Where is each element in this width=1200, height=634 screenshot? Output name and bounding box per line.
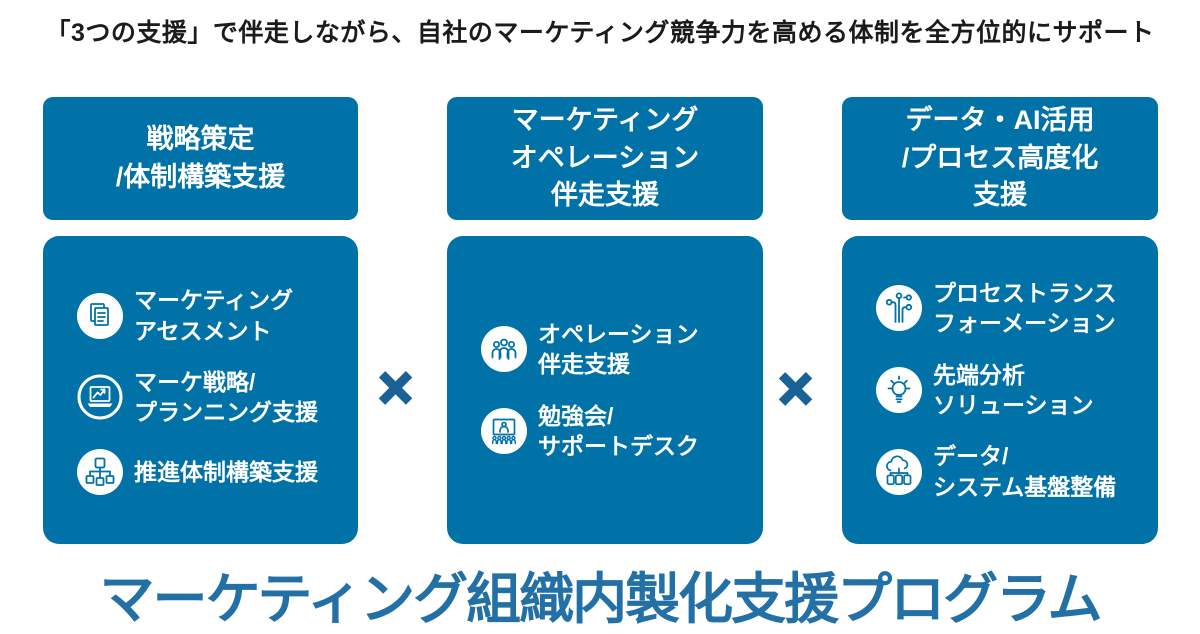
list-item-label: 勉強会/ サポートデスク — [538, 402, 699, 459]
list-item: プロセストランス フォーメーション — [876, 278, 1148, 339]
list-item-label: 先端分析 ソリューション — [933, 361, 1094, 418]
laptop-chart-icon — [77, 374, 123, 420]
list-item-label: オペレーション 伴走支援 — [538, 320, 699, 378]
list-item: 先端分析 ソリューション — [876, 360, 1148, 421]
lightbulb-icon — [876, 367, 922, 413]
list-item-label: データ/ システム基盤整備 — [933, 443, 1117, 500]
column-header-data-ai: データ・AI活用 /プロセス高度化 支援 — [842, 97, 1158, 220]
column-body-strategy: マーケティング アセスメント マーケ戦略/ プランニング支援 — [43, 236, 358, 544]
top-title: 「3つの支援」で伴走しながら、自社のマーケティング競争力を高める体制を全方位的に… — [45, 19, 1155, 47]
list-item-label: マーケティング アセスメント — [134, 287, 294, 344]
list-item: 勉強会/ サポートデスク — [481, 401, 753, 462]
list-item: オペレーション 伴走支援 — [481, 319, 753, 380]
document-icon — [77, 292, 123, 339]
people-group-icon — [481, 326, 527, 373]
list-item: データ/ システム基盤整備 — [876, 441, 1148, 502]
seminar-board-icon — [481, 407, 527, 454]
column-data-ai: データ・AI活用 /プロセス高度化 支援 — [842, 97, 1158, 544]
multiply-symbol: × — [377, 354, 415, 421]
list-item-label: 推進体制構築支援 — [134, 458, 318, 485]
circuit-icon — [876, 285, 922, 332]
list-item: マーケ戦略/ プランニング支援 — [77, 367, 348, 428]
list-item: マーケティング アセスメント — [77, 285, 348, 346]
column-body-operation: オペレーション 伴走支援 — [447, 236, 763, 544]
column-body-data-ai: プロセストランス フォーメーション — [842, 236, 1158, 544]
org-chart-icon — [77, 448, 123, 495]
multiply-symbol: × — [777, 355, 815, 422]
bottom-title: マーケティング組織内製化支援プログラム — [99, 568, 1103, 630]
cloud-database-icon — [876, 448, 922, 495]
list-item-label: マーケ戦略/ プランニング支援 — [134, 369, 318, 426]
list-item: 推進体制構築支援 — [77, 448, 348, 495]
column-operation: マーケティング オペレーション 伴走支援 — [447, 97, 763, 544]
column-header-strategy: 戦略策定 /体制構築支援 — [43, 97, 358, 220]
column-strategy: 戦略策定 /体制構築支援 マーケティング アセスメン — [43, 97, 358, 544]
column-header-operation: マーケティング オペレーション 伴走支援 — [447, 97, 763, 220]
list-item-label: プロセストランス フォーメーション — [933, 279, 1117, 337]
